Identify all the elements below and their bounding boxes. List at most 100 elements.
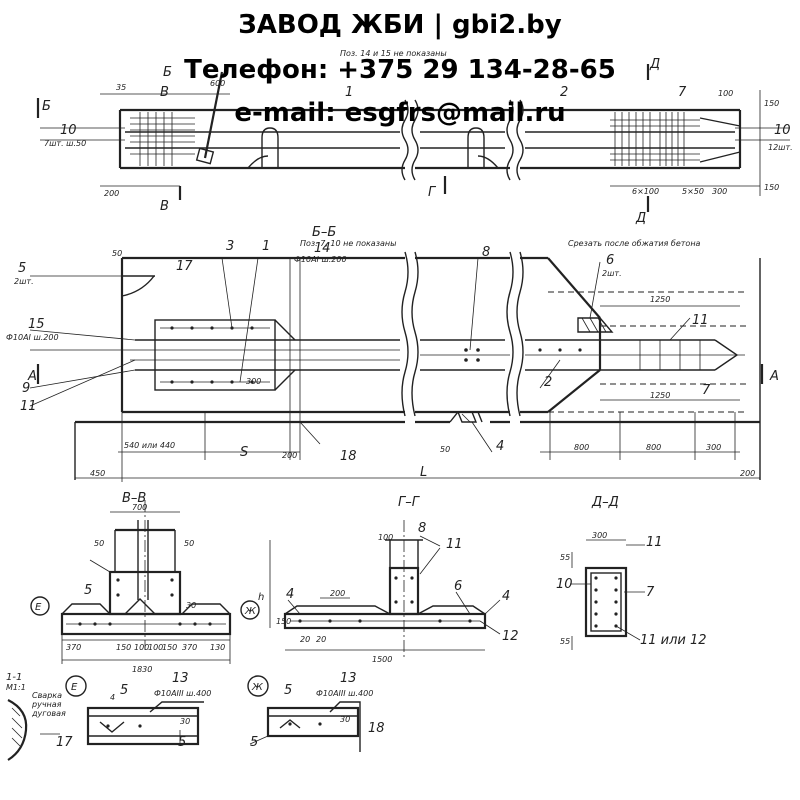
bb-callout-9: 9 — [22, 381, 30, 396]
top-callout-7: 7 — [678, 85, 687, 100]
top-callout-7sht: 7шт. ш.50 — [44, 139, 86, 148]
detail-11-note-1: Сварка — [32, 691, 62, 700]
bb-callout-5: 5 — [18, 261, 26, 276]
detail-zh-callout-5: 5 — [284, 683, 292, 698]
vv-dim-100-left: 100 — [134, 643, 149, 652]
top-callout-1: 1 — [345, 85, 353, 100]
top-mark-d2: Д — [635, 211, 646, 226]
vv-dim-30: 30 — [186, 601, 196, 610]
bb-dim-800-a: 800 — [574, 443, 589, 452]
gg-mark-zh: Ж — [244, 606, 257, 617]
vv-dim-50-left: 50 — [94, 539, 104, 548]
detail-zh-callout-5-bottom: 5 — [250, 735, 258, 750]
bb-dim-200: 200 — [282, 451, 297, 460]
bb-dim-300-inner: 300 — [246, 377, 261, 386]
detail-zh-mark: Ж — [251, 682, 264, 693]
bb-callout-14-spec: Ф10АI ш.200 — [294, 255, 347, 264]
top-view-right-stirrups — [610, 112, 741, 166]
bb-mark-a-left: А — [27, 369, 37, 384]
vv-dim-370-left: 370 — [66, 643, 81, 652]
detail-zh-spec: Ф10АIII ш.400 — [316, 689, 373, 698]
detail-e-callout-13: 13 — [172, 671, 189, 686]
bb-callout-15-spec: Ф10АI ш.200 — [6, 333, 59, 342]
gg-dim-h: h — [258, 592, 264, 603]
detail-1-1: 1-1 М1:1 Сварка ручная дуговая 17 — [6, 672, 73, 761]
section-dd-title: Д–Д — [591, 495, 619, 510]
bb-dim-1250-bottom: 1250 — [650, 391, 670, 400]
top-mark-d1: Д — [649, 57, 660, 72]
header-phone: Телефон: +375 29 134-28-65 — [184, 55, 616, 85]
bb-callout-6: 6 — [606, 253, 614, 268]
bb-dim-800-b: 800 — [646, 443, 661, 452]
vv-dim-1830: 1830 — [132, 665, 152, 674]
dd-callout-10: 10 — [556, 577, 573, 592]
bb-callout-3: 3 — [226, 239, 234, 254]
bb-callout-6-qty: 2шт. — [602, 269, 622, 278]
gg-callout-11: 11 — [446, 537, 463, 552]
top-dim-6: 6×100 — [632, 187, 659, 196]
bb-callout-8: 8 — [482, 245, 490, 260]
bb-callout-11-right: 11 — [692, 313, 709, 328]
gg-dim-20-b: 20 — [316, 635, 326, 644]
top-dim-1: 35 — [116, 83, 126, 92]
dd-dim-55-bottom: 55 — [560, 637, 570, 646]
bb-callout-1: 1 — [262, 239, 270, 254]
section-vv: В–В 700 50 50 370 150 100 100 150 — [30, 491, 232, 674]
bb-callout-17: 17 — [176, 259, 193, 274]
top-mark-b1: Б — [42, 99, 51, 114]
gg-callout-6: 6 — [454, 579, 462, 594]
top-dim-7: 5×50 — [682, 187, 704, 196]
section-gg-title: Г–Г — [398, 495, 421, 510]
gg-dim-150: 150 — [276, 617, 291, 626]
detail-11-title: 1-1 — [6, 672, 22, 683]
detail-e-callout-4: 4 — [110, 693, 115, 702]
top-mark-v1: В — [160, 85, 169, 100]
top-dim-8: 300 — [712, 187, 727, 196]
header-email: e-mail: esgfrs@mail.ru — [234, 98, 566, 128]
bb-dim-540: 540 или 440 — [124, 441, 175, 450]
gg-dim-1500: 1500 — [372, 655, 392, 664]
top-mark-g: Г — [428, 185, 437, 200]
dd-callout-11: 11 — [646, 535, 663, 550]
dd-callout-7: 7 — [646, 585, 655, 600]
top-callout-10-left: 10 — [60, 123, 77, 138]
top-mark-b2: Б — [163, 65, 172, 80]
vv-dim-150-left: 150 — [116, 643, 131, 652]
top-callout-12sht: 12шт. — [768, 143, 793, 152]
gg-callout-8: 8 — [418, 521, 426, 536]
detail-11-note-3: дуговая — [31, 709, 66, 718]
bb-dim-450: 450 — [90, 469, 105, 478]
detail-zh-dim-30: 30 — [340, 715, 350, 724]
bb-dim-l: L — [420, 465, 427, 480]
bb-callout-2sht: 2шт. — [14, 277, 34, 286]
dd-callout-11-or-12: 11 или 12 — [640, 633, 707, 648]
bb-dim-300: 300 — [706, 443, 721, 452]
vv-dim-370-right: 370 — [182, 643, 197, 652]
section-dd-rebar-dots — [594, 576, 618, 628]
top-note: Поз. 14 и 15 не показаны — [340, 49, 447, 58]
detail-e-dim-30: 30 — [180, 717, 190, 726]
bb-dim-50-bottom: 50 — [440, 445, 450, 454]
top-view: 35 200 600 100 150 6×100 5×50 300 150 10… — [36, 49, 793, 226]
vv-mark-e: Е — [35, 602, 42, 613]
bb-callout-2: 2 — [544, 375, 552, 390]
detail-11-scale: М1:1 — [6, 683, 26, 692]
bb-callout-14: 14 — [314, 241, 331, 256]
detail-zh-callout-13: 13 — [340, 671, 357, 686]
vv-dim-100-right: 100 — [148, 643, 163, 652]
gg-callout-4-left: 4 — [286, 587, 294, 602]
section-bb-note: Поз. 7, 10 не показаны — [300, 239, 396, 248]
detail-e-spec: Ф10АIII ш.400 — [154, 689, 211, 698]
bb-dim-200-right: 200 — [740, 469, 755, 478]
top-dim-3: 600 — [210, 79, 225, 88]
detail-e-callout-5: 5 — [120, 683, 128, 698]
detail-e-mark: Е — [71, 682, 78, 693]
detail-e: Е 5 13 Ф10АIII ш.400 5 4 30 — [65, 671, 211, 750]
top-callout-10-right: 10 — [774, 123, 791, 138]
gg-dim-20-a: 20 — [300, 635, 310, 644]
section-vv-title: В–В — [122, 491, 146, 506]
section-gg-rebar-dots — [298, 576, 472, 623]
detail-11-note-2: ручная — [31, 700, 62, 709]
bb-callout-11-left: 11 — [20, 399, 37, 414]
